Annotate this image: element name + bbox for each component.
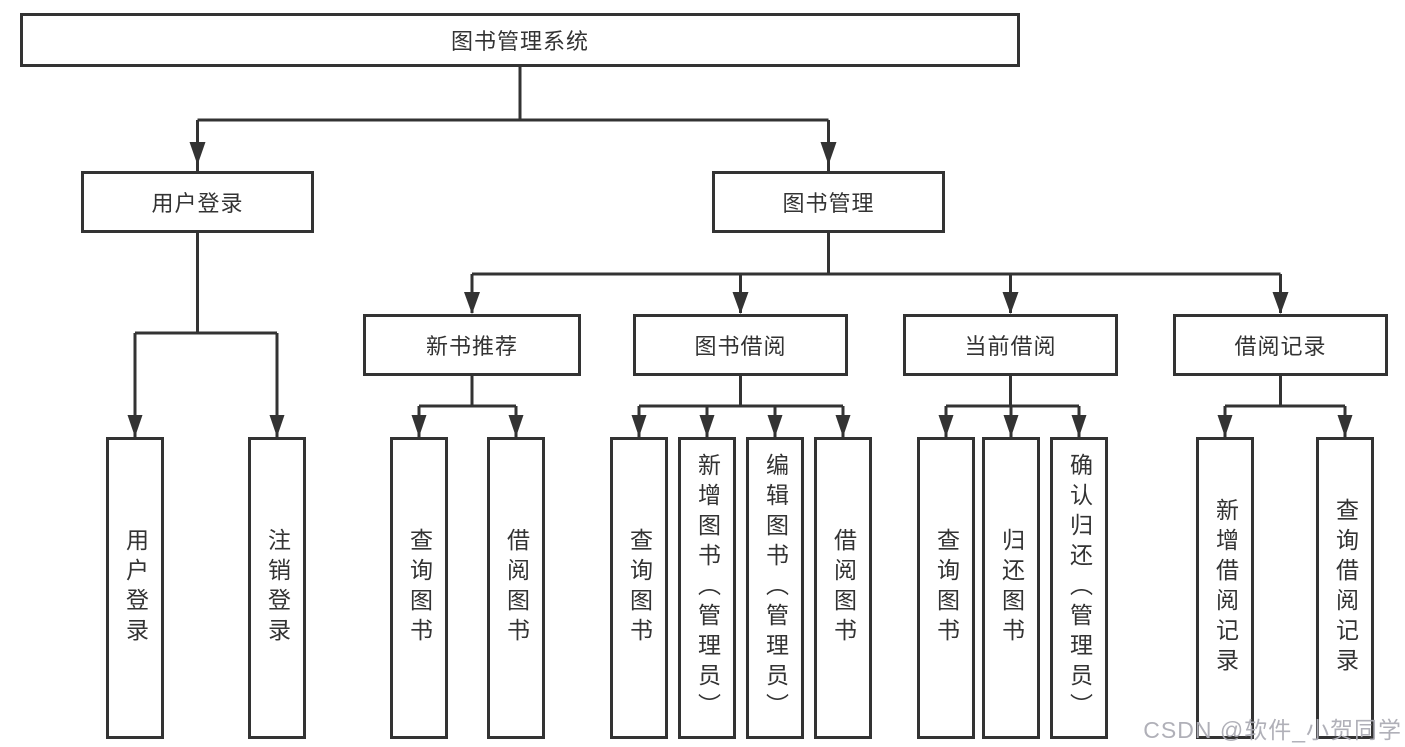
- leaf-logout: 注销登录: [248, 437, 306, 739]
- leaf-label: 查询图书: [933, 528, 960, 648]
- node-label: 图书借阅: [694, 334, 787, 359]
- node-label: 图书管理系统: [450, 29, 589, 54]
- leaf-label: 新增借阅记录: [1212, 498, 1239, 678]
- node-label: 用户登录: [151, 191, 244, 216]
- node-label: 图书管理: [782, 191, 875, 216]
- node-library-system: 图书管理系统: [20, 13, 1020, 67]
- leaf-label: 借阅图书: [503, 528, 530, 648]
- csdn-watermark: CSDN @软件_小贺同学: [1143, 717, 1402, 743]
- leaf-add-books-admin: 新增图书（管理员）: [678, 437, 736, 739]
- node-new-book-recommend: 新书推荐: [363, 314, 581, 376]
- leaf-label: 查询借阅记录: [1332, 498, 1359, 678]
- leaf-query-borrow-record: 查询借阅记录: [1316, 437, 1374, 739]
- leaf-label: 查询图书: [406, 528, 433, 648]
- leaf-label: 注销登录: [264, 528, 291, 648]
- leaf-label: 借阅图书: [830, 528, 857, 648]
- connector-user-login: [133, 233, 279, 437]
- node-label: 当前借阅: [964, 334, 1057, 359]
- leaf-label: 编辑图书（管理员）: [762, 453, 789, 723]
- arrowheads: [127, 142, 1353, 437]
- leaf-borrow-books: 借阅图书: [814, 437, 872, 739]
- leaf-borrow-books-recommend: 借阅图书: [487, 437, 545, 739]
- leaf-query-books-current: 查询图书: [917, 437, 975, 739]
- leaf-add-borrow-record: 新增借阅记录: [1196, 437, 1254, 739]
- node-borrow-records: 借阅记录: [1173, 314, 1388, 376]
- node-user-login: 用户登录: [81, 171, 314, 233]
- connector-root: [196, 67, 830, 171]
- leaf-label: 新增图书（管理员）: [694, 453, 721, 723]
- connector-borrow-records: [1223, 376, 1347, 437]
- node-current-borrow: 当前借阅: [903, 314, 1118, 376]
- leaf-label: 用户登录: [122, 528, 149, 648]
- node-book-borrow: 图书借阅: [633, 314, 848, 376]
- leaf-query-books-borrow: 查询图书: [610, 437, 668, 739]
- leaf-confirm-return-admin: 确认归还（管理员）: [1050, 437, 1108, 739]
- leaf-label: 查询图书: [626, 528, 653, 648]
- leaf-query-books-recommend: 查询图书: [390, 437, 448, 739]
- leaf-edit-books-admin: 编辑图书（管理员）: [746, 437, 804, 739]
- node-label: 借阅记录: [1234, 334, 1327, 359]
- connector-book-borrow: [637, 376, 845, 437]
- leaf-label: 确认归还（管理员）: [1066, 453, 1093, 723]
- leaf-return-books: 归还图书: [982, 437, 1040, 739]
- leaf-label: 归还图书: [998, 528, 1025, 648]
- connector-book-management: [470, 233, 1282, 313]
- node-label: 新书推荐: [425, 334, 518, 359]
- connector-new-book-recommend: [417, 376, 518, 437]
- leaf-user-login: 用户登录: [106, 437, 164, 739]
- node-book-management: 图书管理: [712, 171, 945, 233]
